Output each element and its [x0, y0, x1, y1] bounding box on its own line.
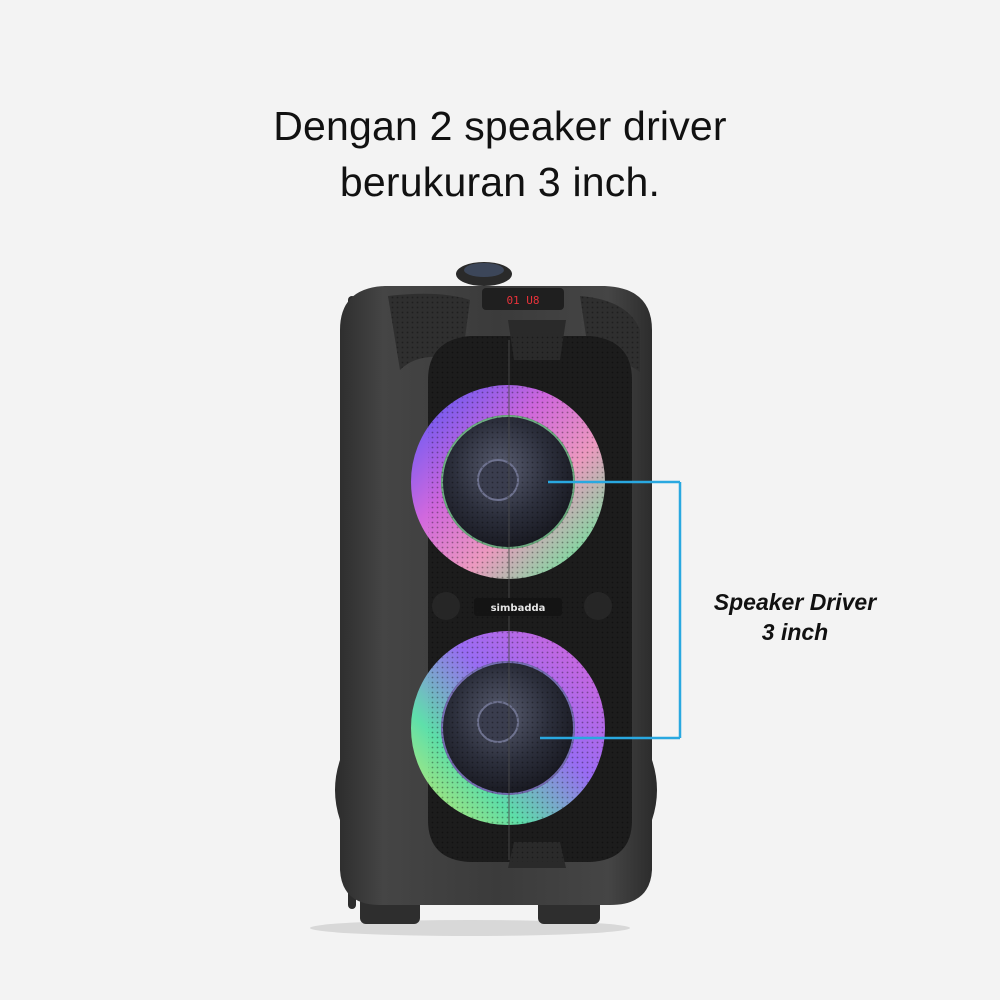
led-display	[482, 288, 564, 310]
callout-label: Speaker Driver 3 inch	[660, 587, 930, 647]
brand-logo-text: simbadda	[491, 603, 546, 614]
headline-line-2: berukuran 3 inch.	[339, 159, 661, 205]
left-port	[432, 592, 460, 620]
right-port	[584, 592, 612, 620]
headline-line-1: Dengan 2 speaker driver	[273, 103, 727, 149]
callout-bracket	[540, 480, 682, 740]
headline: Dengan 2 speaker driver berukuran 3 inch…	[0, 98, 1000, 210]
callout-line-1: Speaker Driver	[713, 589, 877, 615]
led-display-text: 01 U8	[506, 294, 539, 307]
callout-line-2: 3 inch	[761, 619, 829, 645]
brand-badge	[474, 598, 562, 616]
